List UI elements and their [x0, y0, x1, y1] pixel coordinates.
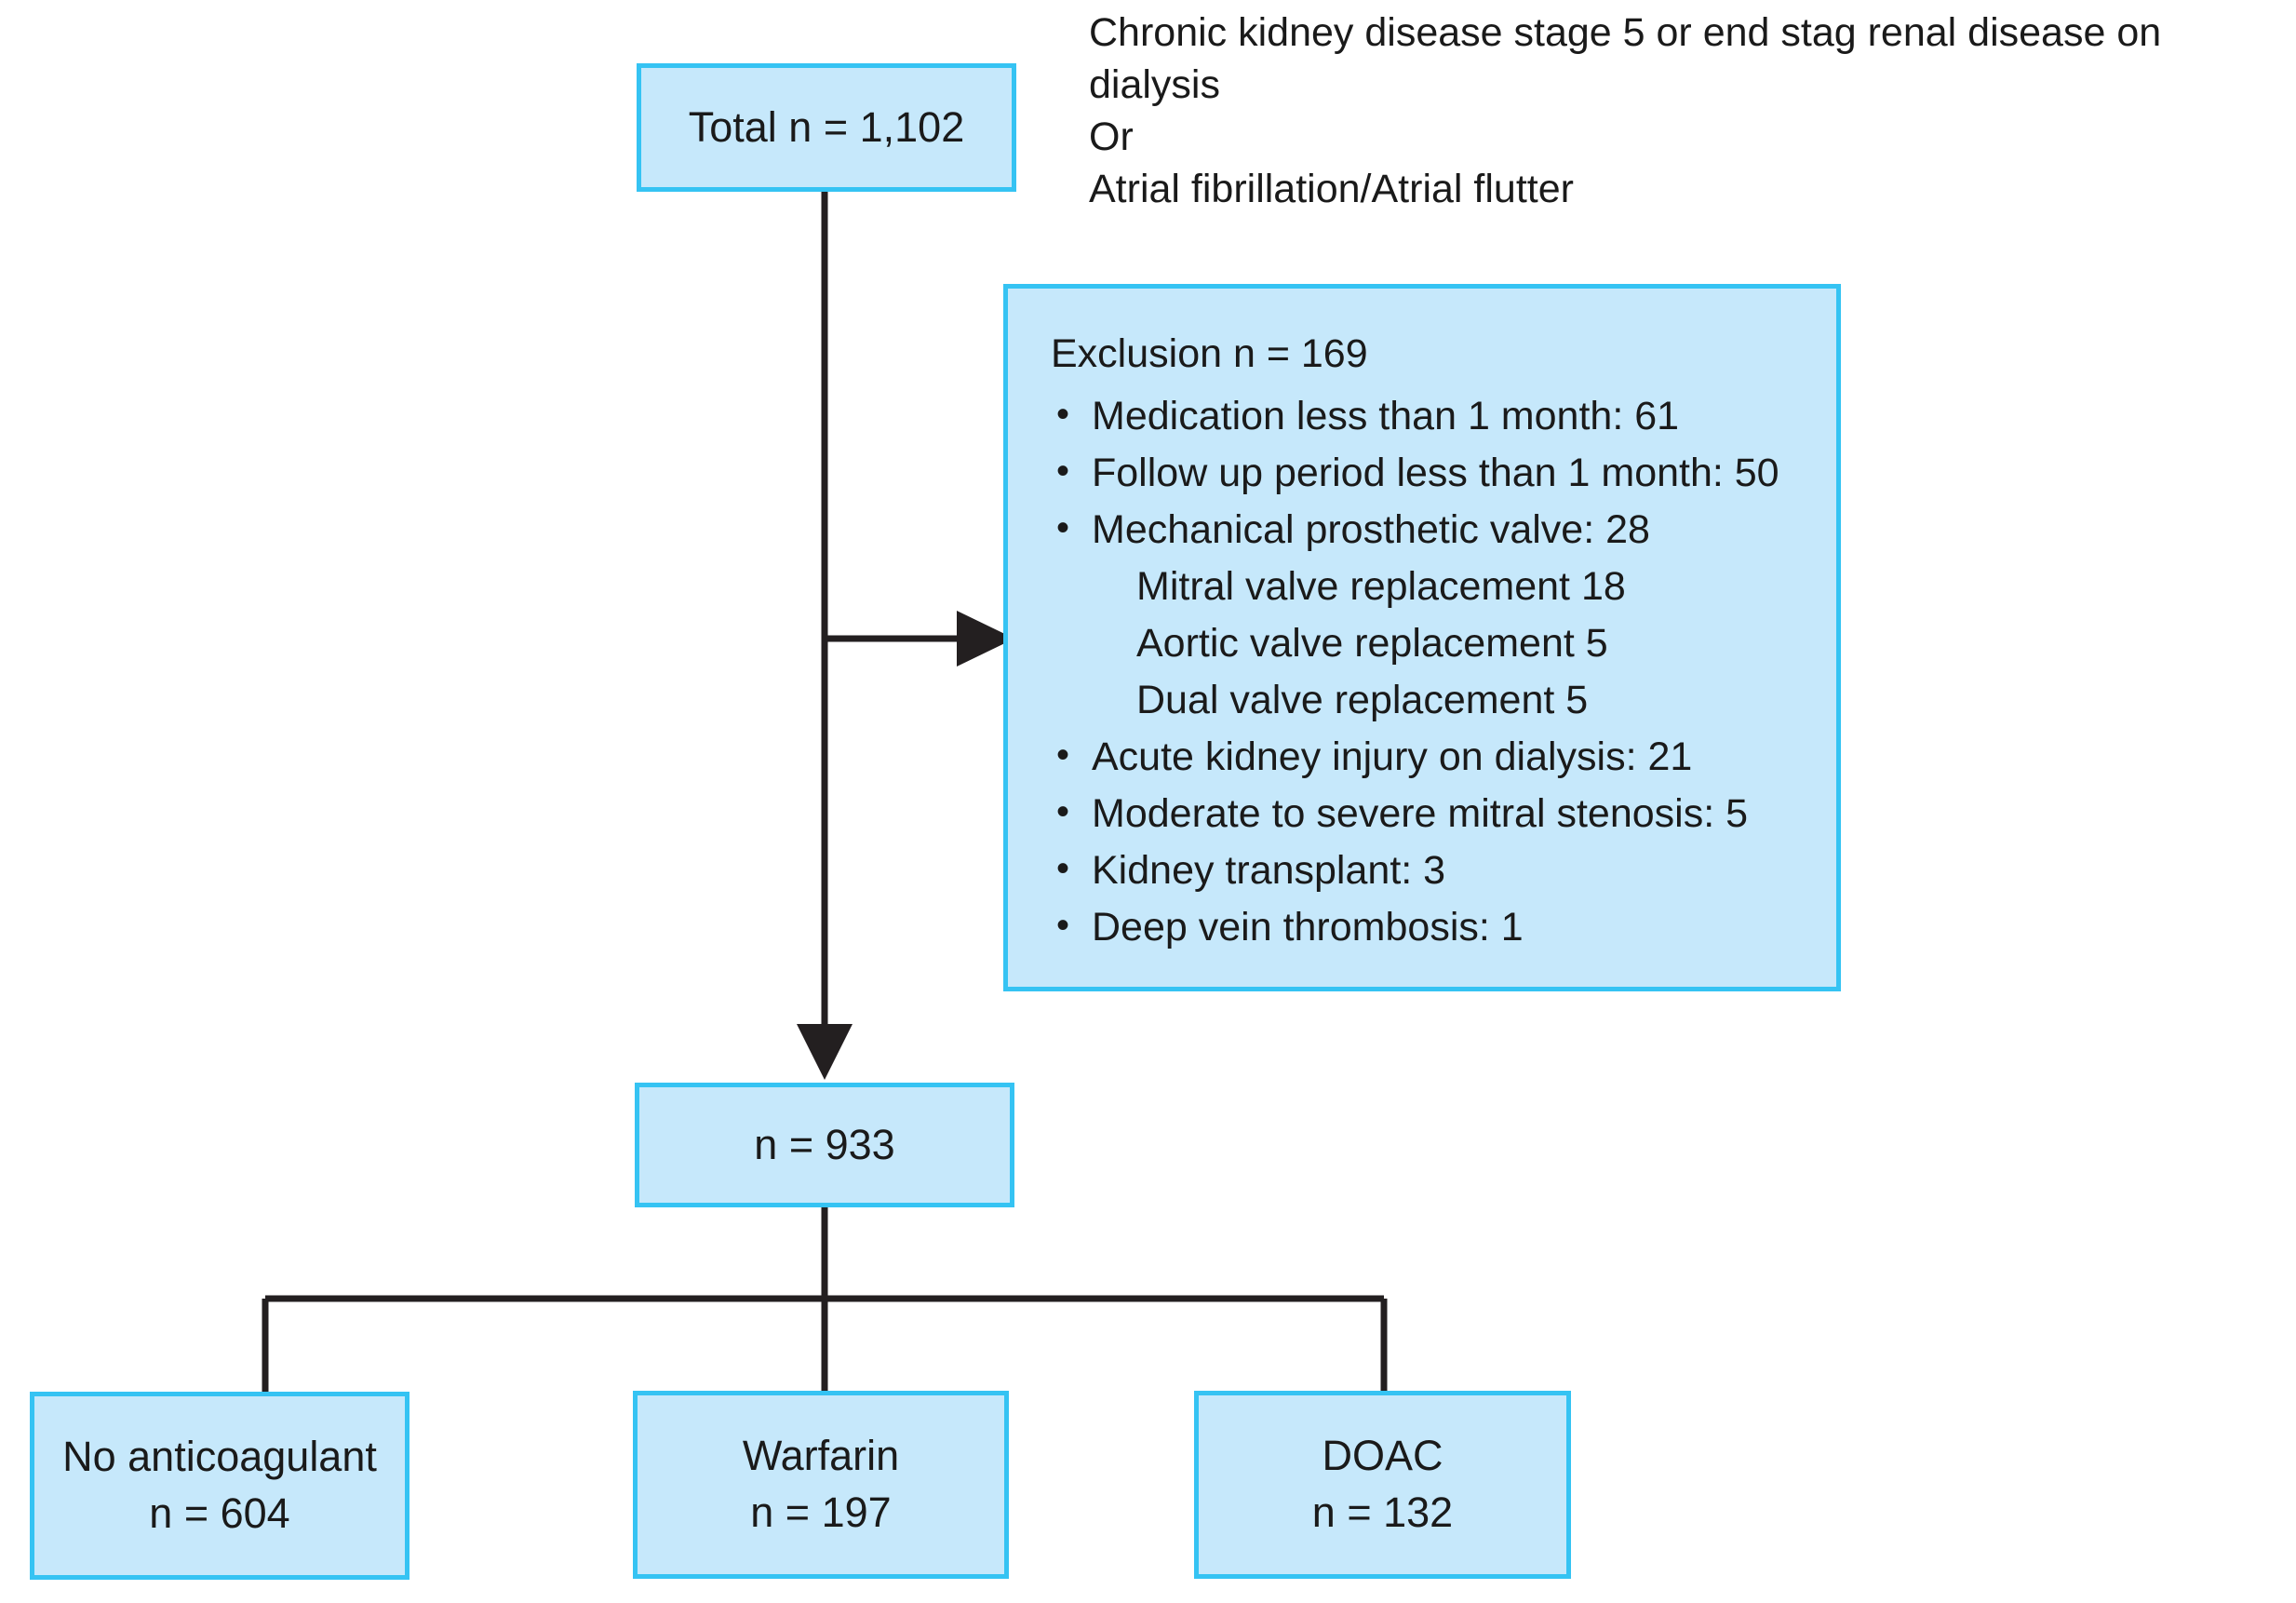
bullet-icon: • — [1056, 848, 1070, 890]
exclusion-item: • Acute kidney injury on dialysis: 21 — [1051, 729, 1818, 786]
exclusion-list: • Medication less than 1 month: 61 • Follow… — [1051, 388, 1818, 956]
bullet-icon: • — [1056, 451, 1070, 492]
exclusion-item-label: Medication less than 1 month: 61 — [1092, 394, 1680, 439]
bullet-icon: • — [1056, 734, 1070, 776]
exclusion-item: • Medication less than 1 month: 61 — [1051, 388, 1818, 445]
exclusion-item: • Mechanical prosthetic valve: 28 — [1051, 502, 1818, 559]
node-included: n = 933 — [635, 1083, 1014, 1207]
exclusion-item-label: Mechanical prosthetic valve: 28 — [1092, 507, 1650, 553]
exclusion-item-label: Follow up period less than 1 month: 50 — [1092, 451, 1779, 496]
exclusion-subitem: Aortic valve replacement 5 — [1051, 615, 1818, 672]
node-group-doac-label: DOAC n = 132 — [1311, 1432, 1454, 1536]
exclusion-item-label: Deep vein thrombosis: 1 — [1092, 905, 1524, 950]
bullet-icon: • — [1056, 905, 1070, 947]
node-included-label: n = 933 — [754, 1120, 895, 1168]
node-total: Total n = 1,102 — [637, 63, 1016, 192]
exclusion-item: • Moderate to severe mitral stenosis: 5 — [1051, 786, 1818, 842]
exclusion-item-label: Mitral valve replacement 18 — [1136, 564, 1626, 610]
node-total-label: Total n = 1,102 — [688, 102, 965, 151]
exclusion-item-label: Acute kidney injury on dialysis: 21 — [1092, 734, 1693, 780]
bullet-icon: • — [1056, 394, 1070, 436]
node-group-warfarin: Warfarin n = 197 — [633, 1391, 1009, 1579]
exclusion-subitem: Dual valve replacement 5 — [1051, 672, 1818, 729]
node-group-doac: DOAC n = 132 — [1194, 1391, 1571, 1579]
exclusion-content: Exclusion n = 169 • Medication less than … — [1008, 326, 1836, 957]
node-exclusion: Exclusion n = 169 • Medication less than … — [1003, 284, 1841, 991]
exclusion-item-label: Moderate to severe mitral stenosis: 5 — [1092, 791, 1749, 837]
exclusion-item: • Follow up period less than 1 month: 50 — [1051, 445, 1818, 502]
node-group-no-anticoagulant-label: No anticoagulant n = 604 — [62, 1433, 377, 1537]
exclusion-title: Exclusion n = 169 — [1051, 331, 1368, 376]
bullet-icon: • — [1056, 791, 1070, 833]
node-group-no-anticoagulant: No anticoagulant n = 604 — [30, 1392, 410, 1580]
inclusion-criteria-note: Chronic kidney disease stage 5 or end st… — [1089, 10, 2162, 211]
exclusion-item: • Kidney transplant: 3 — [1051, 842, 1818, 899]
edge-stem-to-exclusion — [825, 611, 1014, 667]
exclusion-subitem: Mitral valve replacement 18 — [1051, 559, 1818, 615]
exclusion-item-label: Aortic valve replacement 5 — [1136, 621, 1608, 667]
bullet-icon: • — [1056, 507, 1070, 549]
exclusion-item-label: Dual valve replacement 5 — [1136, 678, 1589, 723]
node-group-warfarin-label: Warfarin n = 197 — [742, 1432, 900, 1536]
exclusion-item-label: Kidney transplant: 3 — [1092, 848, 1446, 894]
edge-included-to-groups — [262, 1207, 1388, 1392]
exclusion-item: • Deep vein thrombosis: 1 — [1051, 899, 1818, 956]
edge-total-to-included — [797, 192, 853, 1080]
